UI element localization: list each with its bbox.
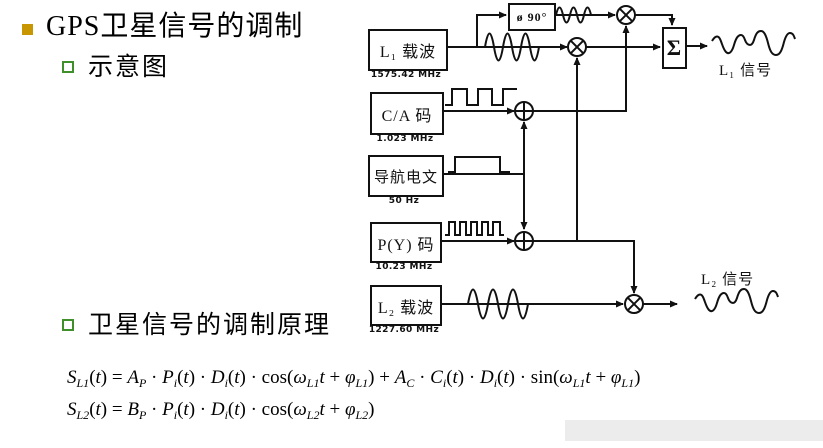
equation-l2: SL2(t) = BP · Pi(t) · Di(t) · cos(ωL2t +… (67, 399, 375, 422)
sub-bullet-icon (62, 61, 74, 73)
mixer-l2-icon (624, 294, 644, 314)
block-l1-carrier: L₁ 载波 (368, 29, 448, 71)
modulated-wave-l1-icon (711, 29, 796, 57)
phase-shifter-90: ø 90° (508, 3, 556, 31)
freq-nav-message: 50 Hz (388, 196, 420, 206)
block-nav-message: 导航电文 (368, 155, 444, 197)
square-wave-ca-icon (445, 88, 517, 106)
subtitle-principle: 卫星信号的调制原理 (88, 312, 332, 339)
freq-py-code: 10.23 MHz (375, 262, 433, 272)
subtitle-schematic: 示意图 (88, 54, 170, 81)
mixer-inphase-icon (567, 37, 587, 57)
modulated-wave-l2-icon (694, 287, 779, 315)
block-py-code: P(Y) 码 (370, 222, 442, 263)
adder-ca-nav-icon (514, 101, 534, 121)
pulse-nav-icon (448, 156, 510, 173)
freq-ca-code: 1.023 MHz (376, 134, 434, 144)
sub-bullet-icon (62, 319, 74, 331)
modulation-diagram: L₁ 载波 1575.42 MHz C/A 码 1.023 MHz 导航电文 5… (358, 0, 823, 350)
label-l2-signal: L₂ 信号 (701, 272, 755, 288)
sine-wave-icon (484, 32, 540, 62)
title-bullet-icon (22, 24, 33, 35)
wires (438, 11, 708, 308)
mixer-quadrature-icon (616, 5, 636, 25)
block-ca-code: C/A 码 (370, 92, 444, 135)
block-l2-carrier: L₂ 载波 (370, 285, 442, 326)
equation-l1: SL1(t) = AP · Pi(t) · Di(t) · cos(ωL1t +… (67, 367, 641, 390)
page-title: GPS卫星信号的调制 (46, 11, 304, 42)
freq-l1-carrier: 1575.42 MHz (370, 70, 442, 80)
footer-bar (565, 420, 823, 441)
label-l1-signal: L₁ 信号 (719, 63, 773, 79)
diagram-wires (438, 5, 796, 320)
sine-wave-small-icon (555, 6, 592, 24)
adder-py-nav-icon (514, 231, 534, 251)
summer-sigma: Σ (662, 27, 687, 69)
square-wave-py-icon (445, 221, 504, 236)
sine-wave-l2-icon (467, 288, 529, 320)
freq-l2-carrier: 1227.60 MHz (368, 325, 440, 335)
